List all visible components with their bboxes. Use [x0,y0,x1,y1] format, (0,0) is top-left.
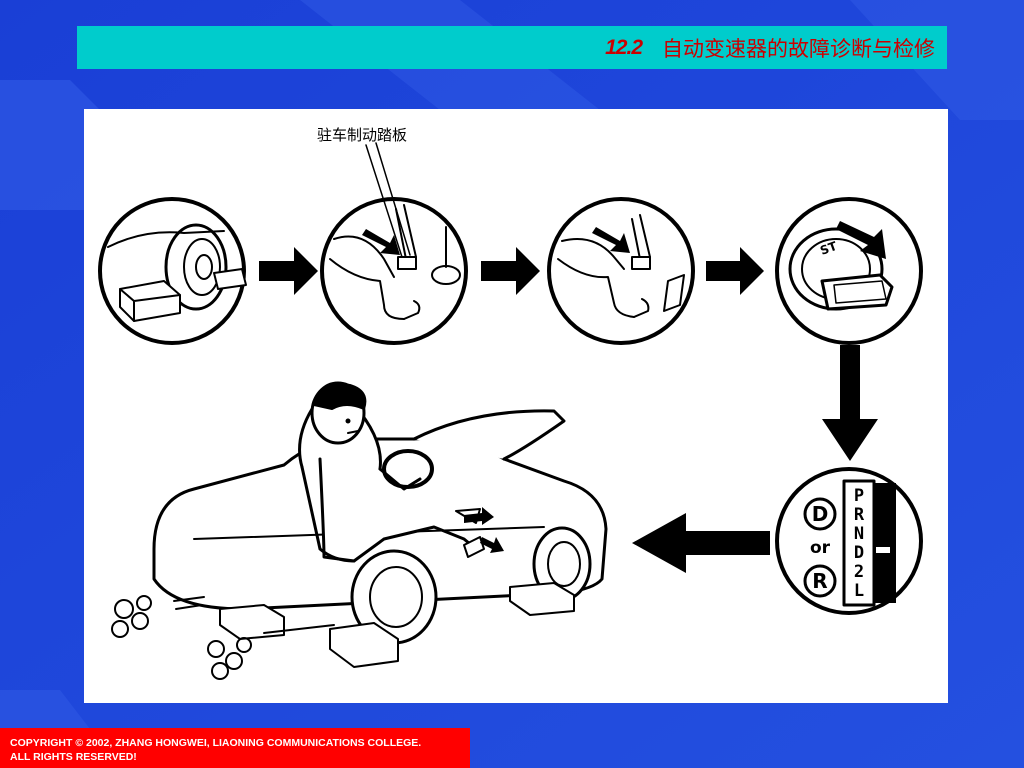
arrow-right-2 [481,247,540,295]
arrow-left [632,513,770,573]
procedure-illustration: ST D or R P R N D 2 L 驻车制动踏板 [84,109,948,703]
gear-d: D [854,543,864,563]
car-driver-scene [111,381,608,680]
arrow-right-3 [706,247,764,295]
ignition-start-mark: ST [818,239,839,258]
gear-r: R [854,505,865,525]
copyright-line-2: ALL RIGHTS RESERVED! [10,751,137,763]
section-number: 12.2 [605,35,643,59]
illustration-drawing: ST D or R P R N D 2 L [98,142,923,680]
gear-n: N [854,524,864,544]
gear-2: 2 [854,562,864,582]
slide-title: 自动变速器的故障诊断与检修 [662,36,935,61]
title-bar: 12.2 自动变速器的故障诊断与检修 [77,26,947,69]
step-parking-brake-circle [320,197,468,345]
step-shift-selector-circle [775,467,923,615]
selector-option-r: R [812,569,827,593]
step-wheel-chock-circle [98,197,247,345]
parking-brake-callout: 驻车制动踏板 [317,126,408,144]
selector-option-or: or [810,538,831,558]
selector-option-d: D [812,502,829,526]
gear-p: P [854,486,864,506]
copyright-footer: COPYRIGHT © 2002, ZHANG HONGWEI, LIAONIN… [0,728,470,768]
step-brake-pedal-circle [547,197,695,345]
arrow-down [822,345,878,461]
gear-l: L [854,581,864,601]
copyright-line-1: COPYRIGHT © 2002, ZHANG HONGWEI, LIAONIN… [10,737,422,749]
step-ignition-circle [775,197,923,345]
arrow-right-1 [259,247,318,295]
